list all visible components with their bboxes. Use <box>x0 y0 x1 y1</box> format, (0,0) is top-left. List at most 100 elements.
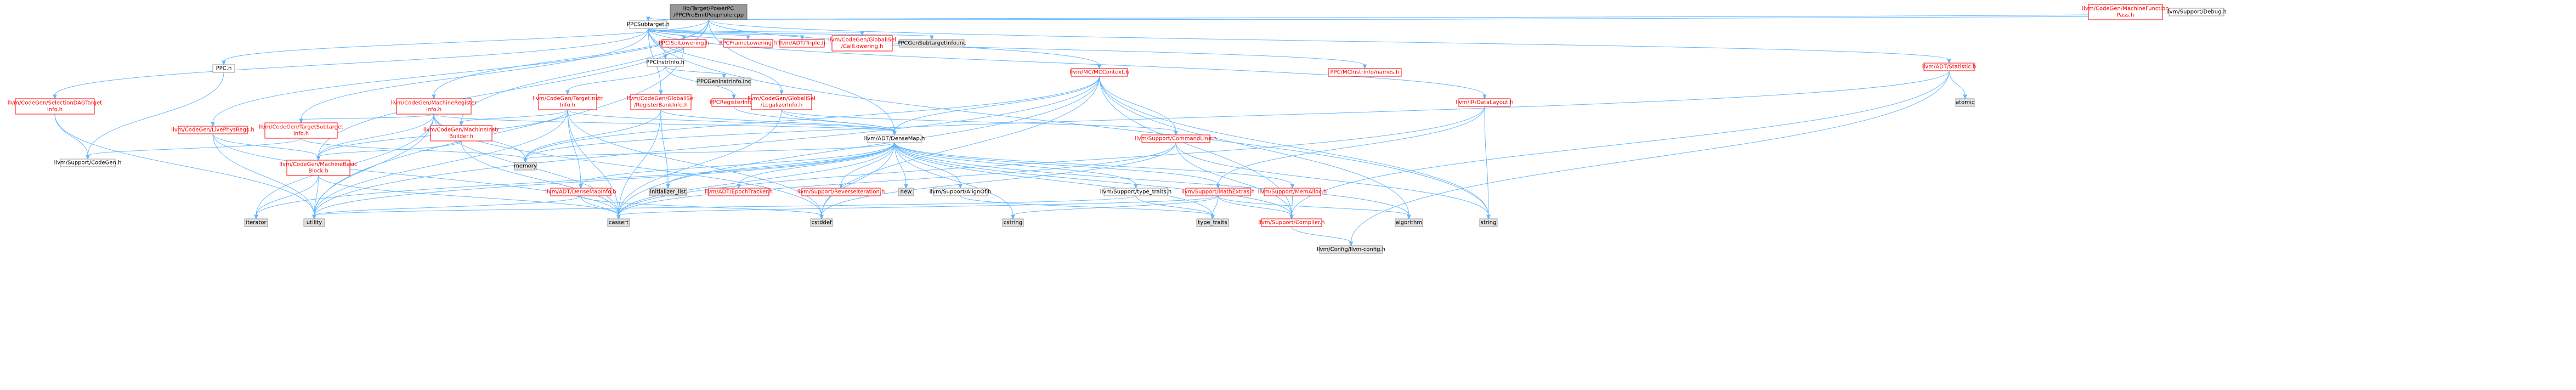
node-ppcframe[interactable]: PPCFrameLowering.h <box>719 39 777 48</box>
node-label: llvm/Support/ReverseIteration.h <box>797 189 885 195</box>
node-epoch[interactable]: llvm/ADT/EpochTracker.h <box>705 188 773 196</box>
node-regbank[interactable]: llvm/CodeGen/GlobalISel/RegisterBankInfo… <box>627 94 695 110</box>
node-utility: utility <box>303 218 325 227</box>
edge-mbb-to-cassert <box>318 175 621 220</box>
edge-root-to-mfpass <box>708 15 2128 21</box>
node-label: cassert <box>609 220 629 226</box>
node-gensubtarget: PPCGenSubtargetInfo.inc <box>897 39 966 48</box>
node-memalloc[interactable]: llvm/Support/MemAlloc.h <box>1258 188 1327 196</box>
node-algorithm: algorithm <box>1395 218 1423 227</box>
node-typetraits_h[interactable]: llvm/Support/type_traits.h <box>1100 188 1171 196</box>
node-mccontext[interactable]: llvm/MC/MCContext.h <box>1070 68 1129 77</box>
node-label: Builder.h <box>449 134 473 140</box>
edge-selectiondag-to-codegen <box>54 114 90 160</box>
edge-root-to-ppc_h <box>222 19 709 66</box>
edge-cmdline-to-string <box>1175 142 1491 220</box>
edge-mathextras-to-type_traits <box>1210 195 1219 220</box>
node-debug_h[interactable]: llvm/Support/Debug.h <box>2166 8 2227 16</box>
node-new: new <box>898 188 914 196</box>
node-label: llvm/Support/type_traits.h <box>1100 189 1171 195</box>
node-label: atomic <box>1956 100 1974 106</box>
node-label: PPCSubtarget.h <box>627 22 670 28</box>
edge-mri-to-targetsubtarget <box>299 114 434 124</box>
node-ppcinstrinfo[interactable]: PPCInstrInfo.h <box>646 58 684 67</box>
node-calllowering[interactable]: llvm/CodeGen/GlobalISel/CallLowering.h <box>828 35 896 52</box>
edge-ppcsubtarget-to-triple <box>648 28 805 41</box>
node-label: llvm/Config/llvm-config.h <box>1317 247 1385 253</box>
node-label: llvm/ADT/Statistic.h <box>1922 64 1977 70</box>
node-label: llvm/ADT/DenseMapInfo.h <box>545 189 616 195</box>
node-reverseiter[interactable]: llvm/Support/ReverseIteration.h <box>797 188 885 196</box>
node-statistic[interactable]: llvm/ADT/Statistic.h <box>1922 63 1977 71</box>
node-label: Info.h <box>426 107 441 113</box>
edge-mathextras-to-algorithm <box>1218 195 1411 220</box>
node-root: lib/Target/PowerPC/PPCPreEmitPeephole.cp… <box>670 4 748 20</box>
node-label: memory <box>514 163 537 169</box>
edge-mbb-to-utility <box>312 175 319 220</box>
node-mathextras[interactable]: llvm/Support/MathExtras.h <box>1181 188 1255 196</box>
node-label: cstring <box>1004 220 1022 226</box>
graph-edges <box>53 12 2199 247</box>
node-string: string <box>1479 218 1498 227</box>
node-label: llvm/CodeGen/MachineBasic <box>279 162 357 168</box>
node-label: PPCInstrInfo.h <box>646 60 684 66</box>
node-ppc_h[interactable]: PPC.h <box>212 64 235 73</box>
edge-mccontext-to-densemap <box>892 76 1100 136</box>
node-label: PPC.h <box>216 66 232 72</box>
node-densemap[interactable]: llvm/ADT/DenseMap.h <box>864 134 925 143</box>
edge-ppc_h-to-codegen <box>86 72 224 160</box>
edge-mibuilder-to-cassert <box>461 140 621 220</box>
node-ppcisel[interactable]: PPCISelLowering.h <box>659 39 709 48</box>
edge-ppcsubtarget-to-selectiondag <box>53 28 649 100</box>
node-label: llvm/CodeGen/MachineFunction <box>2082 6 2169 12</box>
node-label: /RegisterBankInfo.h <box>634 103 688 109</box>
node-cmdline[interactable]: llvm/Support/CommandLine.h <box>1135 134 1217 143</box>
node-label: PPCFrameLowering.h <box>719 41 777 47</box>
node-codegen[interactable]: llvm/Support/CodeGen.h <box>54 159 122 167</box>
node-ppcsubtarget[interactable]: PPCSubtarget.h <box>627 20 670 29</box>
node-label: llvm/CodeGen/TargetSubtarget <box>259 125 343 131</box>
node-label: llvm/ADT/DenseMap.h <box>864 136 925 142</box>
edge-densemap-to-memalloc <box>894 142 1295 189</box>
node-label: PPCISelLowering.h <box>659 41 709 47</box>
node-label: /PPCPreEmitPeephole.cpp <box>673 13 744 19</box>
node-label: llvm/IR/DataLayout.h <box>1456 100 1513 106</box>
edge-ppcsubtarget-to-ppcframe <box>648 28 750 41</box>
node-config: llvm/Config/llvm-config.h <box>1317 245 1385 254</box>
node-datalayout[interactable]: llvm/IR/DataLayout.h <box>1456 98 1514 107</box>
edge-root-to-mri <box>432 19 709 100</box>
node-legalizer[interactable]: llvm/CodeGen/GlobalISel/LegalizerInfo.h <box>748 94 816 110</box>
edge-densemap-to-iterator <box>254 142 895 220</box>
node-label: llvm/CodeGen/TargetInstr <box>533 96 603 102</box>
edge-statistic-to-compiler <box>1289 70 1950 220</box>
node-densemapinfo[interactable]: llvm/ADT/DenseMapInfo.h <box>545 188 616 196</box>
edge-root-to-debug_h <box>708 12 2199 20</box>
node-type_traits: type_traits <box>1196 218 1229 227</box>
node-label: llvm/CodeGen/GlobalISel <box>627 96 695 102</box>
edge-ppcsubtarget-to-gensubtarget <box>648 28 934 41</box>
node-label: PPCRegisterInfo.h <box>710 100 758 106</box>
node-liveregs[interactable]: llvm/CodeGen/LivePhysRegs.h <box>171 126 254 134</box>
node-label: Info.h <box>293 131 309 137</box>
node-triple[interactable]: llvm/ADT/Triple.h <box>779 39 825 48</box>
node-alignof[interactable]: llvm/Support/AlignOf.h <box>930 188 992 196</box>
graph-nodes: lib/Target/PowerPC/PPCPreEmitPeephole.cp… <box>8 4 2227 254</box>
node-label: iterator <box>246 220 267 226</box>
node-label: Block.h <box>308 168 329 174</box>
edge-targetinstr-to-mibuilder <box>459 109 568 127</box>
node-compiler[interactable]: llvm/Support/Compiler.h <box>1258 218 1325 227</box>
edge-typetraits_h-to-type_traits <box>1135 195 1215 220</box>
node-label: llvm/Support/MemAlloc.h <box>1258 189 1327 195</box>
node-mcinstrinfo_nm[interactable]: PPC/MCInstrInfo/names.h <box>1328 68 1402 77</box>
node-label: new <box>901 189 912 195</box>
node-label: cstddef <box>812 220 832 226</box>
node-label: llvm/CodeGen/GlobalISel <box>828 37 896 43</box>
